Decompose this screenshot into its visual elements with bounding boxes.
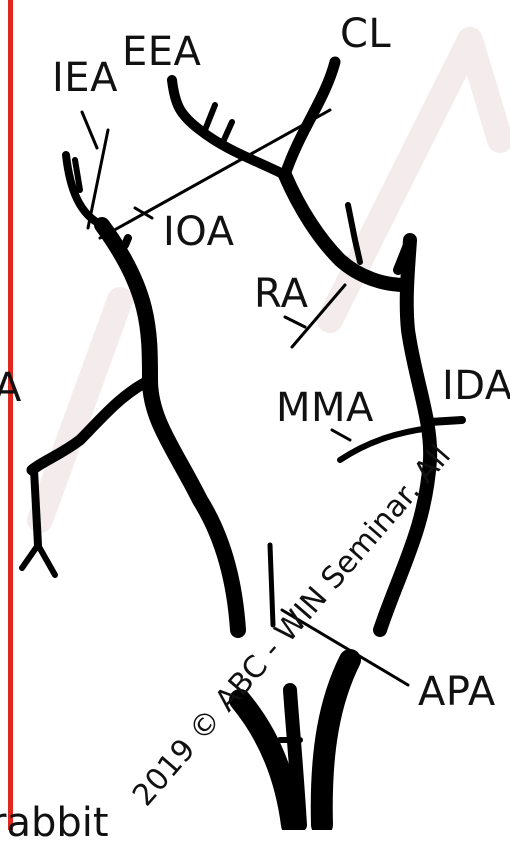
ioa-leader-tick: [133, 206, 154, 220]
iea-branch: [62, 151, 106, 229]
label-ida: IDA: [442, 363, 510, 409]
iea-leader-tick: [80, 110, 99, 150]
iea-leader: [86, 128, 110, 230]
bottom-vessel: [229, 689, 303, 830]
left-lateral-branch: [26, 374, 156, 476]
vessel-tree: [19, 56, 466, 830]
label-iea: IEA: [52, 55, 118, 101]
right-main-vessel: [278, 168, 412, 292]
ra-leader-tick: [283, 315, 307, 329]
apa-leader: [280, 608, 410, 687]
label-ra: RA: [254, 271, 309, 317]
ra-leader: [290, 283, 347, 349]
label-apa: APA: [418, 669, 496, 715]
label-eea: EEA: [122, 29, 202, 75]
bottom-caption: rabbit: [0, 800, 109, 846]
label-ioa: IOA: [163, 209, 235, 255]
label-left-cut: A: [0, 365, 22, 411]
mma-branch: [337, 425, 433, 463]
label-mma: MMA: [276, 385, 374, 431]
left-trunk: [94, 217, 246, 638]
mma-leader-tick: [330, 428, 352, 442]
pointer-lines: [80, 108, 410, 687]
label-cl: CL: [340, 11, 392, 57]
cl-ioa-connector: [98, 108, 332, 240]
eea-branch: [167, 75, 290, 180]
left-red-border: [8, 0, 13, 830]
cl-branch: [279, 56, 341, 181]
